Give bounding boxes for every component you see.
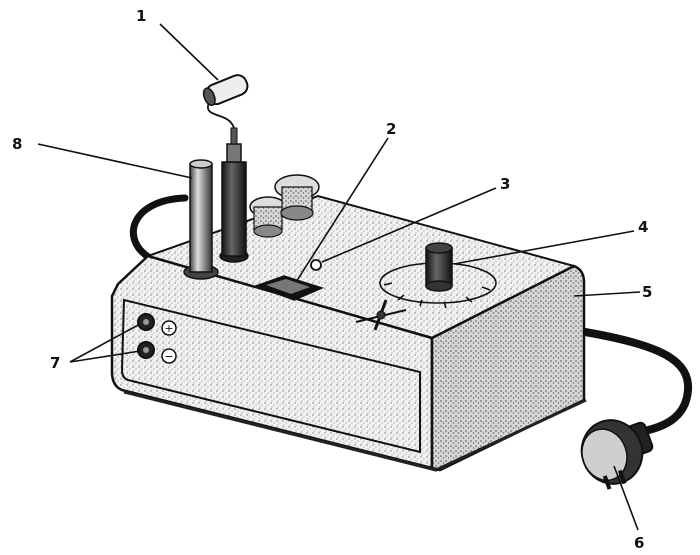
leader-3 — [321, 187, 497, 263]
leader-7a — [69, 323, 141, 363]
electrode-holder — [183, 159, 219, 280]
minus-symbol: − — [164, 350, 173, 363]
callout-8: 8 — [12, 135, 22, 153]
rear-cable — [130, 194, 189, 262]
callout-5: 5 — [642, 283, 652, 301]
callout-1: 1 — [136, 7, 146, 25]
callout-7: 7 — [50, 354, 60, 372]
callout-4: 4 — [638, 218, 648, 236]
plus-symbol-mark — [161, 320, 177, 336]
leader-1 — [159, 23, 219, 81]
power-plug — [580, 419, 654, 490]
electrode-tip — [202, 74, 249, 107]
leader-8 — [37, 143, 193, 179]
leader-5 — [573, 291, 641, 297]
indicator-plate — [253, 275, 325, 301]
indicator-lamp — [310, 259, 322, 271]
callout-2: 2 — [386, 120, 396, 138]
control-dial — [379, 242, 497, 309]
rear-fixtures — [249, 174, 320, 238]
leader-2 — [295, 137, 389, 283]
front-panel — [120, 298, 421, 454]
leader-4 — [453, 230, 635, 265]
leader-6 — [613, 465, 639, 531]
output-terminals — [137, 313, 177, 364]
callout-6: 6 — [634, 534, 644, 552]
plus-symbol: + — [164, 322, 173, 335]
callout-3: 3 — [500, 175, 510, 193]
toggle-switch — [355, 299, 407, 331]
leader-7b — [69, 350, 141, 363]
minus-symbol-mark — [161, 348, 177, 364]
power-cable — [581, 328, 693, 436]
electrode-handle — [219, 127, 249, 263]
leader-lines — [37, 23, 641, 531]
